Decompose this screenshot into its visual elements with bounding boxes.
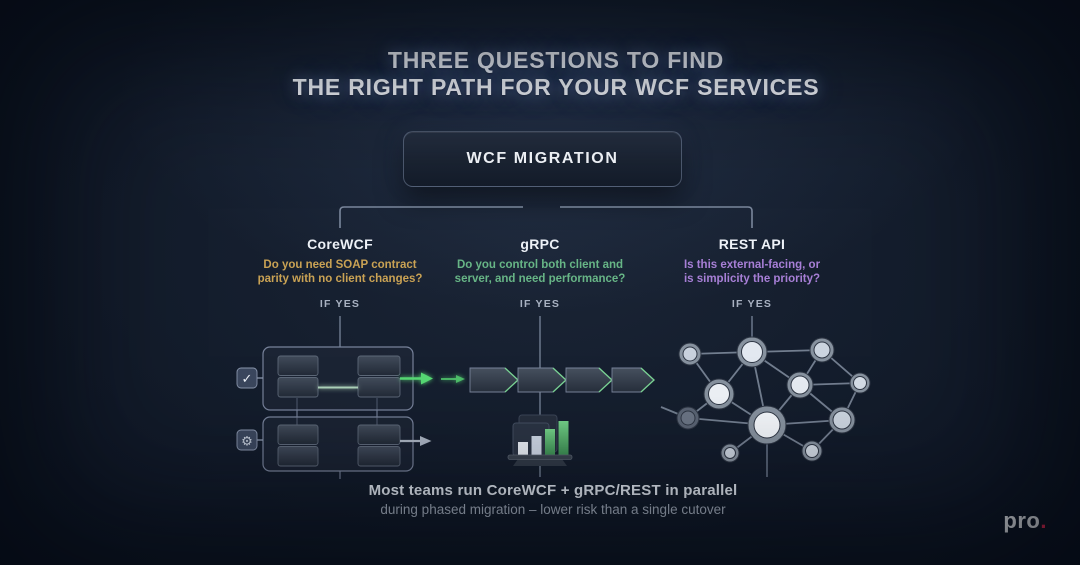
column-grpc-question: Do you control both client and server, a… <box>430 258 650 286</box>
network-node <box>786 371 814 399</box>
column-restapi-condition: IF YES <box>731 298 773 310</box>
network-node <box>828 406 856 434</box>
question-line2: is simplicity the priority? <box>683 273 821 285</box>
network-node <box>676 406 700 430</box>
column-corewcf-title: CoreWCF <box>307 236 373 252</box>
question-line1: Is this external-facing, or <box>683 259 821 271</box>
grpc-chevron-pipeline-visual <box>469 367 656 466</box>
column-restapi-title: REST API <box>718 236 786 252</box>
green-link-lines <box>318 365 358 458</box>
question-line1: Do you control both client and <box>456 259 624 271</box>
column-corewcf-question: Do you need SOAP contract parity with no… <box>230 258 450 286</box>
network-node <box>736 336 768 368</box>
page-title: THREE QUESTIONS TO FIND THE RIGHT PATH F… <box>16 47 1080 101</box>
svg-text:⚙: ⚙ <box>241 435 253 450</box>
page-title-line2: THE RIGHT PATH FOR YOUR WCF SERVICES <box>292 74 820 100</box>
page-title-line1: THREE QUESTIONS TO FIND <box>387 47 725 73</box>
chevron-2 <box>517 367 568 393</box>
gear-icon: ⚙ <box>236 429 263 451</box>
root-node-wcf-migration: WCF MIGRATION <box>403 131 682 187</box>
network-node-hub <box>747 405 787 445</box>
column-restapi: REST API Is this external-facing, or is … <box>642 236 862 310</box>
network-node <box>678 342 702 366</box>
network-nodes <box>676 336 871 463</box>
chevron-arrows <box>469 367 656 393</box>
column-grpc-title: gRPC <box>520 236 560 252</box>
branch-connector-tree <box>339 186 753 228</box>
brand-logo: pro. <box>1003 508 1047 534</box>
network-node <box>801 440 823 462</box>
column-restapi-question: Is this external-facing, or is simplicit… <box>642 258 862 286</box>
footer-caption: Most teams run CoreWCF + gRPC/REST in pa… <box>13 482 1080 517</box>
question-line2: parity with no client changes? <box>257 273 423 285</box>
column-grpc-condition: IF YES <box>519 298 561 310</box>
check-icon: ✓ <box>236 367 263 389</box>
root-node-label: WCF MIGRATION <box>466 150 619 167</box>
question-line1: Do you need SOAP contract <box>263 259 417 271</box>
chevron-1 <box>469 367 520 393</box>
question-line2: server, and need performance? <box>454 273 626 285</box>
chevron-3 <box>565 367 614 393</box>
column-corewcf: CoreWCF Do you need SOAP contract parity… <box>230 236 450 310</box>
network-node <box>720 443 740 463</box>
network-node <box>849 372 871 394</box>
gray-arrow-icon <box>400 436 432 446</box>
corewcf-parallel-pipelines-visual: ✓ ⚙ <box>236 346 465 479</box>
footer-line2: during phased migration – lower risk tha… <box>380 502 726 517</box>
performance-chart-icon <box>507 414 573 466</box>
network-node <box>703 378 735 410</box>
restapi-network-graph-visual <box>660 336 871 463</box>
footer-line1: Most teams run CoreWCF + gRPC/REST in pa… <box>368 482 738 499</box>
column-grpc: gRPC Do you control both client and serv… <box>430 236 650 310</box>
brand-name: pro <box>1003 508 1041 533</box>
green-arrow-icon <box>400 372 465 385</box>
column-corewcf-condition: IF YES <box>319 298 361 310</box>
brand-dot: . <box>1040 508 1047 533</box>
network-node <box>809 337 835 363</box>
svg-text:✓: ✓ <box>242 372 253 387</box>
chevron-4 <box>611 367 656 393</box>
